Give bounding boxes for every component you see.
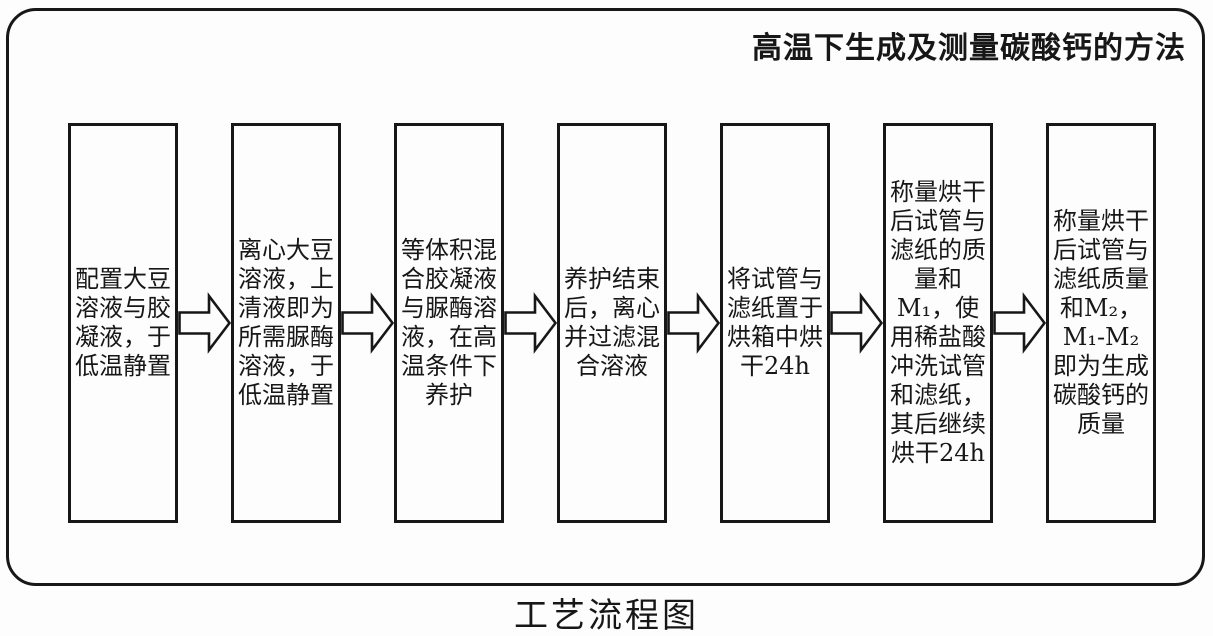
arrow-right-icon — [667, 292, 720, 354]
flow-step-6-label: 称量烘干后试管与滤纸的质量和M₁，使用稀盐酸冲洗试管和滤纸，其后继续烘干24h — [890, 178, 986, 467]
diagram-border: 高温下生成及测量碳酸钙的方法 配置大豆溶液与胶凝液，于低温静置 离心大豆溶液，上… — [6, 8, 1205, 586]
flow-step-5-label: 将试管与滤纸置于烘箱中烘干24h — [727, 265, 823, 380]
flow-step-4-label: 养护结束后，离心并过滤混合溶液 — [564, 265, 660, 380]
flow-step-1-label: 配置大豆溶液与胶凝液，于低温静置 — [75, 265, 171, 380]
flow-step-7: 称量烘干后试管与滤纸质量和M₂，M₁-M₂即为生成碳酸钙的质量 — [1046, 123, 1156, 523]
flow-row: 配置大豆溶液与胶凝液，于低温静置 离心大豆溶液，上清液即为所需脲酶溶液，于低温静… — [68, 123, 1156, 523]
arrow-right-icon — [830, 292, 883, 354]
arrow-right-icon — [993, 292, 1046, 354]
flow-step-4: 养护结束后，离心并过滤混合溶液 — [557, 123, 667, 523]
flow-step-1: 配置大豆溶液与胶凝液，于低温静置 — [68, 123, 178, 523]
flow-step-2-label: 离心大豆溶液，上清液即为所需脲酶溶液，于低温静置 — [238, 236, 334, 409]
flow-step-6: 称量烘干后试管与滤纸的质量和M₁，使用稀盐酸冲洗试管和滤纸，其后继续烘干24h — [883, 123, 993, 523]
diagram-title: 高温下生成及测量碳酸钙的方法 — [752, 31, 1186, 66]
diagram-caption: 工艺流程图 — [514, 596, 699, 636]
flow-step-5: 将试管与滤纸置于烘箱中烘干24h — [720, 123, 830, 523]
flow-step-3-label: 等体积混合胶凝液与脲酶溶液，在高温条件下养护 — [401, 236, 497, 409]
arrow-right-icon — [178, 292, 231, 354]
flow-step-2: 离心大豆溶液，上清液即为所需脲酶溶液，于低温静置 — [231, 123, 341, 523]
flow-step-7-label: 称量烘干后试管与滤纸质量和M₂，M₁-M₂即为生成碳酸钙的质量 — [1053, 207, 1149, 438]
flow-step-3: 等体积混合胶凝液与脲酶溶液，在高温条件下养护 — [394, 123, 504, 523]
arrow-right-icon — [504, 292, 557, 354]
arrow-right-icon — [341, 292, 394, 354]
